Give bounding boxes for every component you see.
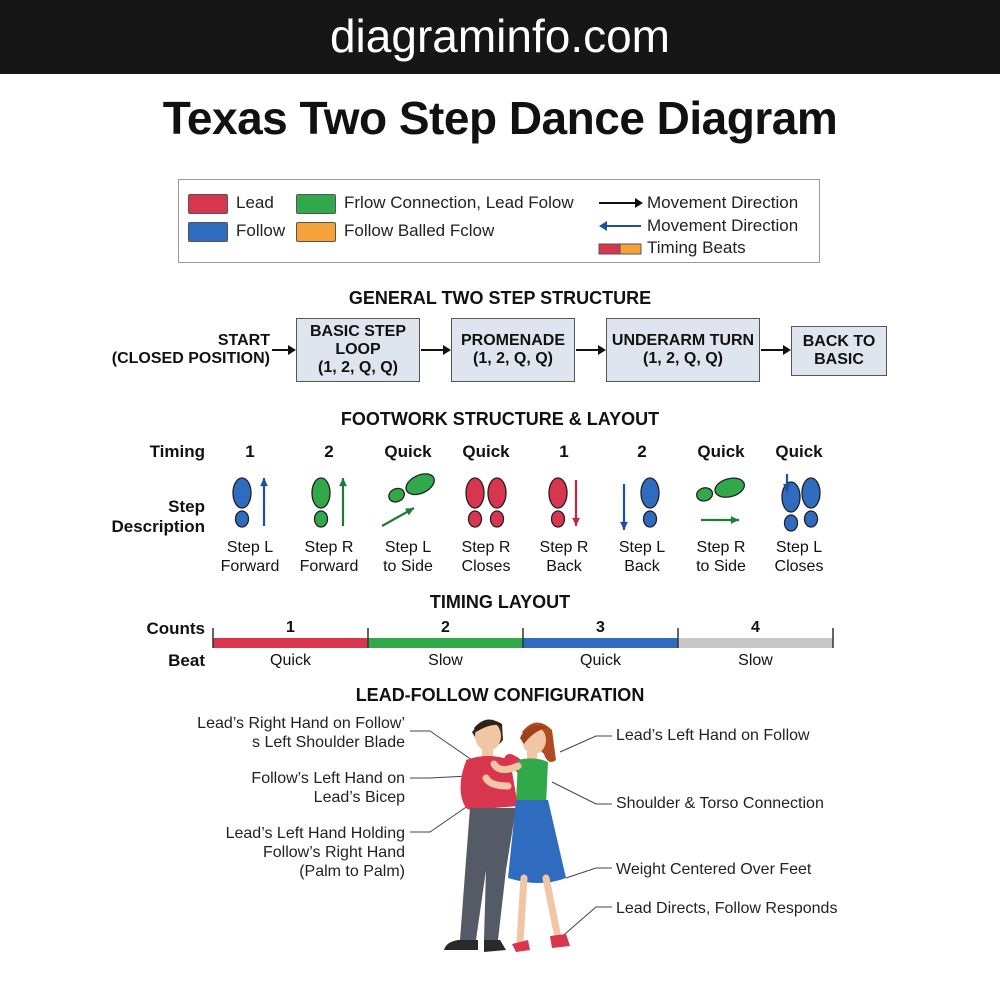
legend-timing-beats: Timing Beats [647,238,746,257]
site-banner [0,0,1000,74]
left-foot-side-icon [368,470,448,534]
arrow-right-icon [599,198,643,208]
flow-start-label: START (CLOSED POSITION) [111,332,270,367]
beat-segment [368,638,523,648]
dancers-illustration [410,719,612,952]
flow-box-basic-step: BASIC STEP LOOP (1, 2, Q, Q) [296,318,420,382]
step-timing: 2 [324,442,334,461]
left-foot-forward-icon [210,470,290,534]
follow-swatch [188,222,228,242]
legend: Lead Follow Frlow Connection, Lead Folow… [178,179,820,263]
step-description: Step L Closes [774,539,824,575]
timing-heading: TIMING LAYOUT [429,592,571,612]
right-foot-side-icon [681,470,761,534]
beat-label: Quick [580,652,621,669]
count-number: 3 [596,619,605,636]
lead-dancer [444,719,532,952]
legend-arrows [598,198,643,255]
count-number: 2 [441,619,450,636]
step-description: Step L Back [618,539,666,575]
count-number: 4 [751,619,760,636]
legend-connection: Frlow Connection, Lead Folow [344,193,574,212]
structure-heading: GENERAL TWO STEP STRUCTURE [348,288,652,308]
step-timing: Quick [384,442,432,461]
legend-lead: Lead [236,193,274,212]
step-description: Step R Closes [461,539,511,575]
flow-arrows [272,345,791,355]
legend-follow-balled: Follow Balled Fclow [344,221,495,240]
counts-row-label: Counts [146,619,205,638]
legend-movement-2: Movement Direction [647,216,799,235]
beat-segment [213,638,368,648]
annotation-left-hand-follow: Lead’s Left Hand on Follow [616,727,810,744]
legend-follow: Follow [236,221,286,240]
beat-label: Slow [738,652,773,669]
right-foot-back-icon [524,470,604,534]
lead-swatch [188,194,228,214]
step-timing: Quick [775,442,823,461]
step-description: Step L Forward [220,539,280,575]
beat-segment [523,638,678,648]
annotation-lead-directs: Lead Directs, Follow Responds [616,900,838,917]
flow-arrow-icon [421,345,451,355]
annotation-left-hand-bicep: Follow’s Left Hand on Lead’s Bicep [251,770,405,806]
step-description: Step L to Side [383,539,433,575]
flow-box-promenade: PROMENADE (1, 2, Q, Q) [451,318,575,382]
step-row-label: Step Description [111,497,205,536]
beat-label: Slow [428,652,463,669]
connection-swatch [296,194,336,214]
flow-arrow-icon [272,345,296,355]
feet-close-icon [759,470,839,534]
footwork-heading: FOOTWORK STRUCTURE & LAYOUT [340,409,660,429]
annotation-hand-hold: Lead’s Left Hand Holding Follow’s Right … [225,825,405,880]
annotation-right-hand: Lead’s Right Hand on Follow’ s Left Shou… [197,715,405,751]
legend-movement-1: Movement Direction [647,193,799,212]
flow-arrow-icon [761,345,791,355]
annotation-weight: Weight Centered Over Feet [616,861,812,878]
page-title: Texas Two Step Dance Diagram [162,92,838,144]
arrow-left-icon [599,221,641,231]
flow-box-underarm-turn: UNDERARM TURN (1, 2, Q, Q) [606,318,760,382]
feet-close-icon [446,470,526,534]
flow-box-back-to-basic: BACK TO BASIC [791,326,887,376]
site-name: diagraminfo.com [329,10,671,62]
flow-arrow-icon [576,345,606,355]
right-foot-forward-icon [289,470,369,534]
timing-beats-icon [598,243,642,255]
config-heading: LEAD-FOLLOW CONFIGURATION [355,685,645,705]
follow-balled-swatch [296,222,336,242]
beat-label: Quick [270,652,311,669]
step-description: Step R Forward [299,539,359,575]
step-timing: Quick [697,442,745,461]
step-timing: Quick [462,442,510,461]
count-number: 1 [286,619,295,636]
step-description: Step R to Side [696,539,746,575]
annotation-torso: Shoulder & Torso Connection [616,795,824,812]
timing-ticks [212,628,834,648]
timing-row-label: Timing [149,442,205,461]
left-foot-back-icon [602,470,682,534]
follow-dancer [482,722,570,952]
step-timing: 1 [245,442,255,461]
beat-row-label: Beat [168,651,205,670]
beat-segment [678,638,833,648]
step-timing: 2 [637,442,647,461]
step-timing: 1 [559,442,569,461]
step-description: Step R Back [539,539,589,575]
